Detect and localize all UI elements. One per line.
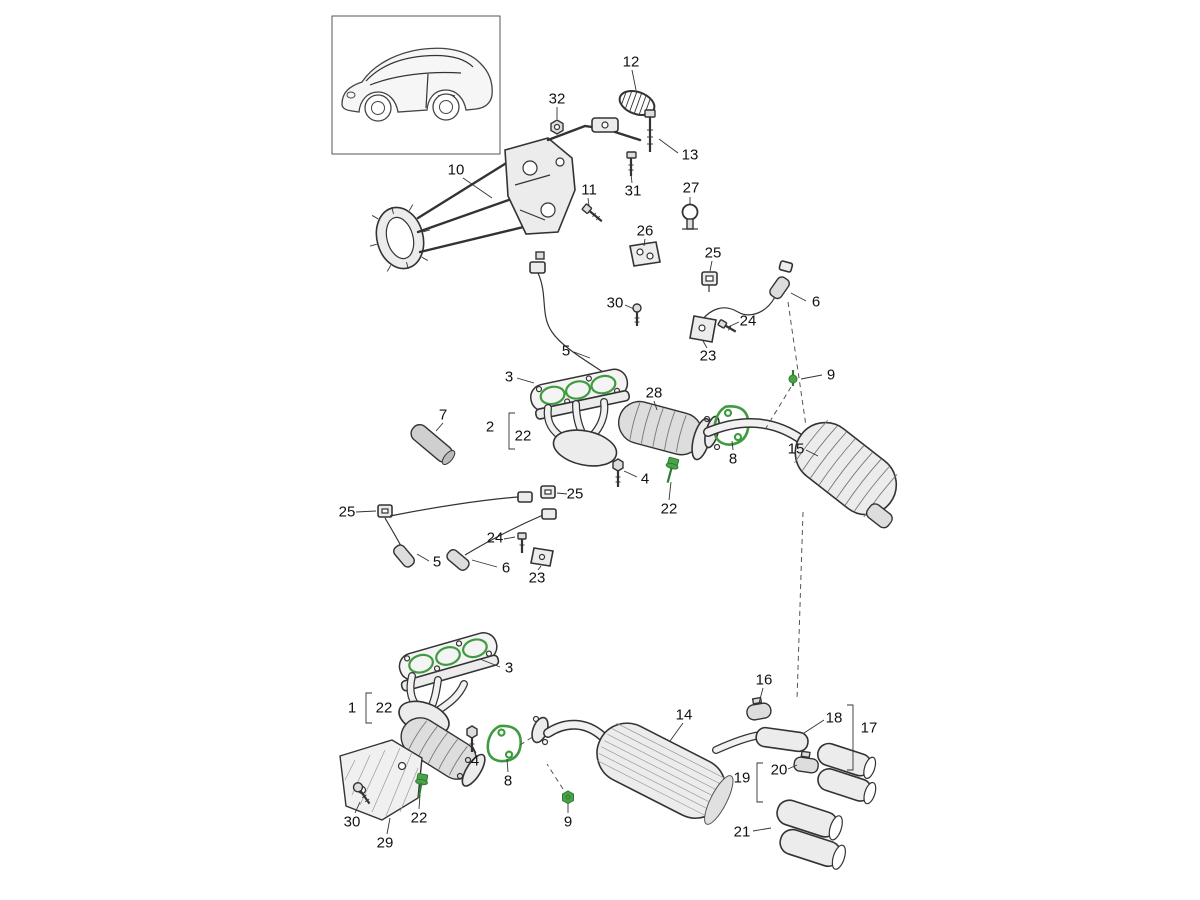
leader-lines — [354, 69, 823, 835]
tailpipe-21 — [776, 799, 846, 870]
holder-27 — [681, 203, 699, 230]
exhaust-manifold-1 — [398, 654, 500, 787]
screw-30-top — [632, 303, 642, 326]
exhaust-manifold-2 — [534, 390, 631, 467]
bracket-26 — [629, 241, 661, 267]
manifold-gasket-3-top — [530, 368, 629, 413]
car-body — [341, 47, 493, 113]
nut-32 — [550, 119, 564, 135]
main-muffler-14 — [531, 715, 764, 825]
screw-30-bottom — [352, 782, 371, 805]
bolt-24-mid — [517, 532, 527, 553]
clip-25-mid — [540, 485, 556, 499]
label-bracket-lines — [365, 412, 854, 803]
headlight — [346, 91, 356, 99]
bracket-23-mid — [530, 547, 554, 567]
bracket-23-top — [689, 315, 717, 343]
oxygen-sensor-6-top — [701, 260, 794, 321]
manifold-gasket-3-bottom — [398, 632, 498, 681]
oxygen-sensor-6-mid — [446, 508, 557, 571]
tailpipe-right-pair — [816, 742, 877, 805]
bolt-4-bottom — [466, 725, 478, 752]
dashed-reference-lines — [519, 301, 807, 790]
connecting-pipe-18 — [755, 726, 809, 753]
stud-9-top — [788, 370, 798, 386]
bolt-24-top — [717, 319, 737, 333]
flange-gasket-8-top — [713, 404, 750, 446]
heat-shield-29 — [339, 739, 423, 821]
clip-25-left — [377, 504, 393, 518]
bolt-11 — [581, 203, 603, 223]
bolt-31 — [626, 151, 637, 176]
sensor-cable-5-top — [529, 251, 618, 384]
rear-wheel — [432, 93, 460, 121]
flange-gasket-8-bottom — [486, 724, 523, 763]
support-bracket-assembly-10 — [369, 117, 642, 272]
clamp-16 — [746, 696, 772, 721]
nut-9-bottom — [562, 790, 574, 805]
vehicle-thumbnail — [331, 15, 501, 155]
sleeve-7 — [410, 424, 456, 466]
clip-25-top — [701, 271, 718, 292]
front-wheel — [364, 94, 392, 122]
oxygen-sensor-5-mid — [384, 491, 533, 568]
screw-22-bottom — [415, 772, 429, 798]
screw-22-top — [665, 456, 680, 483]
rear-muffler-15 — [703, 418, 898, 529]
catalytic-converter-28 — [618, 400, 712, 461]
clamp-20 — [793, 750, 819, 774]
bolt-4-top — [612, 458, 624, 487]
bolt-13 — [644, 109, 656, 152]
